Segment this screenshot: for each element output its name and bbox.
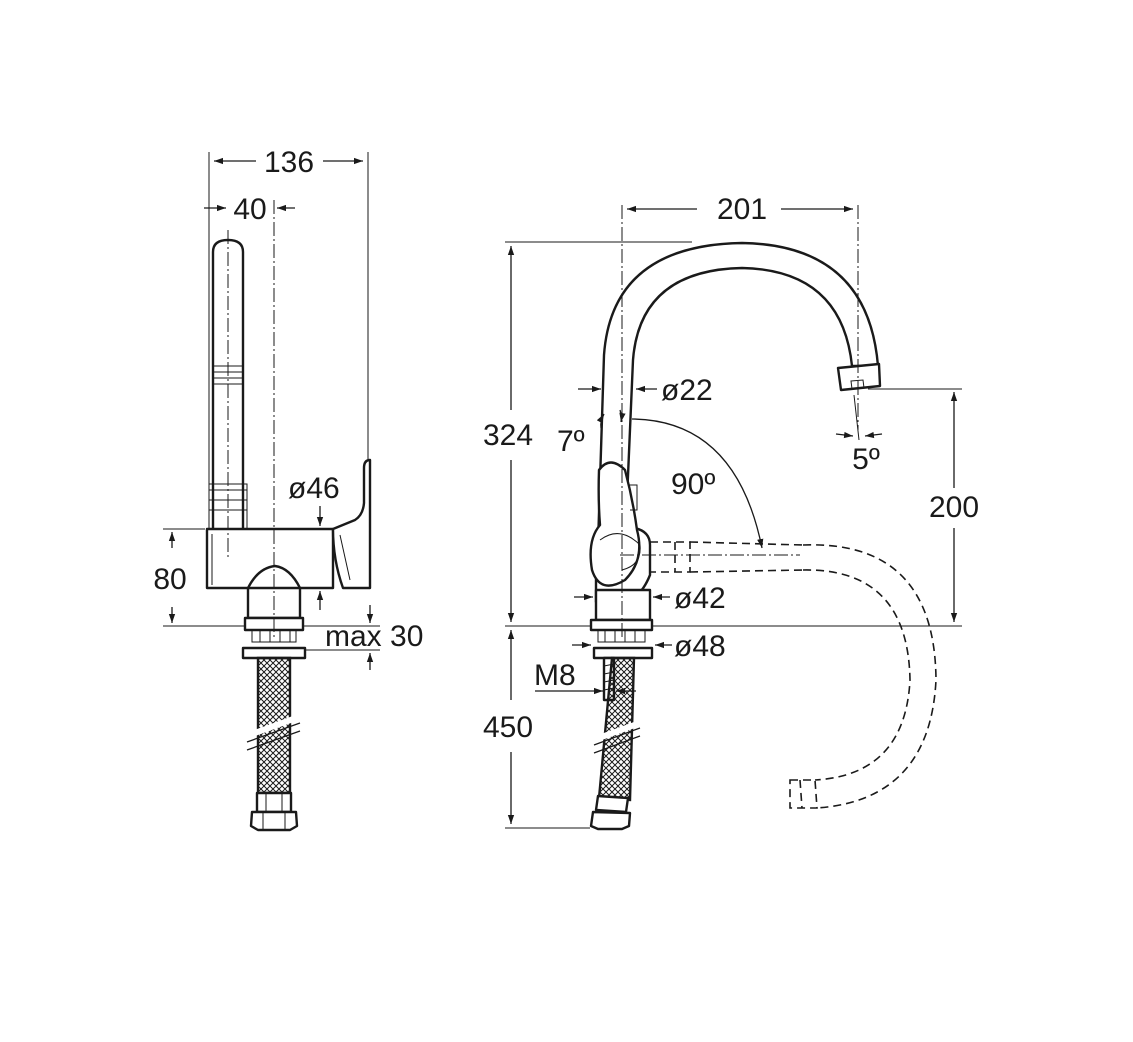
dim-40: 40 [233, 193, 266, 226]
spout-swing-arc [650, 541, 691, 573]
dim-201: 201 [717, 193, 767, 226]
dim-324: 324 [483, 419, 533, 452]
side-view: 136 40 ø46 80 max 30 [153, 146, 423, 832]
side-hose-nut [249, 810, 299, 832]
dim-80: 80 [153, 563, 186, 596]
aerator [836, 362, 882, 392]
front-hose-nut [589, 810, 632, 831]
dim-200: 200 [929, 491, 979, 524]
dim-max-30: max 30 [325, 620, 423, 653]
dim-outlet-angle: 5º [852, 443, 880, 476]
dim-lever-rotation: 90º [671, 468, 715, 501]
dim-base-diameter: ø48 [674, 630, 726, 663]
dim-tilt-angle: 7º [557, 425, 585, 458]
dim-thread: M8 [534, 659, 576, 692]
spout [596, 241, 880, 547]
dim-lever-diameter: ø46 [288, 472, 340, 505]
side-body [205, 527, 335, 590]
dim-450: 450 [483, 711, 533, 744]
dim-136: 136 [264, 146, 314, 179]
front-view: 201 324 ø22 7º 90º 5º 200 ø42 [483, 193, 979, 831]
dim-spout-diameter: ø22 [661, 374, 713, 407]
side-handle-plate [331, 458, 372, 590]
dim-body-diameter: ø42 [674, 582, 726, 615]
